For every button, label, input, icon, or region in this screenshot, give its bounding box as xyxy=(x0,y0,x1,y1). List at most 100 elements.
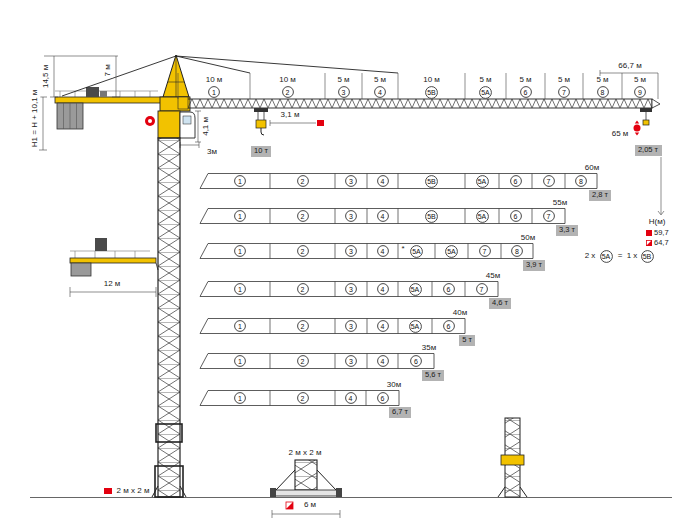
section-label: 3 xyxy=(349,358,353,365)
section-label: 4 xyxy=(381,248,385,255)
jib-length: 60м xyxy=(584,164,600,173)
load-box: 10 т xyxy=(251,146,271,157)
section-number: 7 xyxy=(479,245,491,257)
legend-icon xyxy=(646,240,652,246)
height-formula: H1 = H + 10,1 м xyxy=(32,88,41,148)
trolley xyxy=(640,108,652,112)
slewing-unit xyxy=(160,97,190,111)
circle-outline xyxy=(641,250,653,262)
winch xyxy=(86,87,99,97)
circle-outline xyxy=(576,176,587,187)
section-number: 2 xyxy=(297,320,309,332)
circle-outline xyxy=(426,86,438,98)
section-number: 5B xyxy=(425,210,438,223)
section-divider xyxy=(465,282,466,297)
circle-outline xyxy=(235,393,246,404)
section-divider xyxy=(367,282,368,297)
section-label: 8 xyxy=(515,248,519,255)
jib-configuration xyxy=(200,391,399,406)
section-label: 3 xyxy=(349,323,353,330)
section-divider xyxy=(270,354,271,369)
section-divider xyxy=(398,319,399,334)
section-number: 5B xyxy=(641,250,654,263)
circle-outline xyxy=(411,356,422,367)
hoist-ropes xyxy=(258,112,264,120)
section-divider xyxy=(398,244,399,259)
jib-configuration xyxy=(200,354,434,369)
section-label: 6 xyxy=(381,395,385,402)
section-label: 6 xyxy=(447,323,451,330)
ground-line xyxy=(30,497,672,498)
dimension-label: 66,7 м xyxy=(617,62,642,71)
hook-block xyxy=(643,120,649,125)
circle-outline xyxy=(377,211,388,222)
climbing-frame xyxy=(501,455,524,465)
section-number: 8 xyxy=(597,86,609,98)
section-label: 5A xyxy=(411,323,420,330)
base-size: 6 м xyxy=(303,501,317,510)
section-divider xyxy=(398,73,399,99)
formula-text: = xyxy=(617,252,624,261)
jib-length: 35м xyxy=(421,344,437,353)
winch-motor xyxy=(100,91,107,97)
section-label: 7 xyxy=(483,248,487,255)
dimension-label: 5 м xyxy=(595,76,609,85)
circle-outline xyxy=(476,284,487,295)
section-divider xyxy=(532,174,533,189)
section-label: 3 xyxy=(342,89,346,96)
section-number: 6 xyxy=(377,392,389,404)
circle-outline xyxy=(635,87,646,98)
jib-band xyxy=(200,244,533,259)
section-number: 3 xyxy=(345,320,357,332)
circle-outline xyxy=(235,356,246,367)
section-label: 4 xyxy=(381,213,385,220)
circle-outline xyxy=(443,321,454,332)
circle-outline xyxy=(282,87,293,98)
section-number: 4 xyxy=(345,392,357,404)
base-size: 2 м x 2 м xyxy=(116,487,151,496)
section-divider xyxy=(465,73,466,99)
section-number: 7 xyxy=(543,210,555,222)
formula-text: 1 x xyxy=(626,252,639,261)
circle-outline xyxy=(377,284,388,295)
section-number: 1 xyxy=(234,355,246,367)
section-divider xyxy=(362,73,363,99)
circle-outline xyxy=(409,283,421,295)
section-number: 3 xyxy=(345,283,357,295)
section-divider xyxy=(432,282,433,297)
section-number: 2 xyxy=(297,392,309,404)
circle-outline xyxy=(510,176,521,187)
section-label: 2 xyxy=(301,395,305,402)
section-number: 5B xyxy=(425,175,438,188)
circle-outline xyxy=(443,284,454,295)
section-divider xyxy=(367,244,368,259)
section-number: 6 xyxy=(510,210,522,222)
red-dot-marker xyxy=(634,125,641,132)
operator-cab xyxy=(180,112,195,138)
circle-outline xyxy=(297,393,308,404)
base-frame xyxy=(274,490,338,496)
section-number: 6 xyxy=(520,86,532,98)
dimension-label: 4,1 м xyxy=(202,116,211,137)
section-divider xyxy=(250,73,251,99)
dimension-label: 3м xyxy=(206,148,218,157)
circle-outline xyxy=(543,211,554,222)
legend-icon xyxy=(646,240,651,245)
base-foot xyxy=(270,488,276,497)
base-size: 2 м x 2 м xyxy=(288,449,323,458)
dimension-label: 5 м xyxy=(336,76,350,85)
counter-jib-tie xyxy=(62,56,176,96)
circle-outline xyxy=(346,246,357,257)
section-divider xyxy=(367,354,368,369)
section-number: 5A xyxy=(410,245,423,258)
jib-band xyxy=(200,282,498,297)
section-label: 5B xyxy=(427,178,436,185)
section-label: 1 xyxy=(212,89,216,96)
load-box: 3,3 т xyxy=(556,225,578,236)
circle-outline xyxy=(346,176,357,187)
dimension-label: 10 м xyxy=(422,76,441,85)
section-divider xyxy=(270,282,271,297)
section-divider xyxy=(583,73,584,99)
section-number: 2 xyxy=(297,355,309,367)
section-number: 2 xyxy=(297,245,309,257)
